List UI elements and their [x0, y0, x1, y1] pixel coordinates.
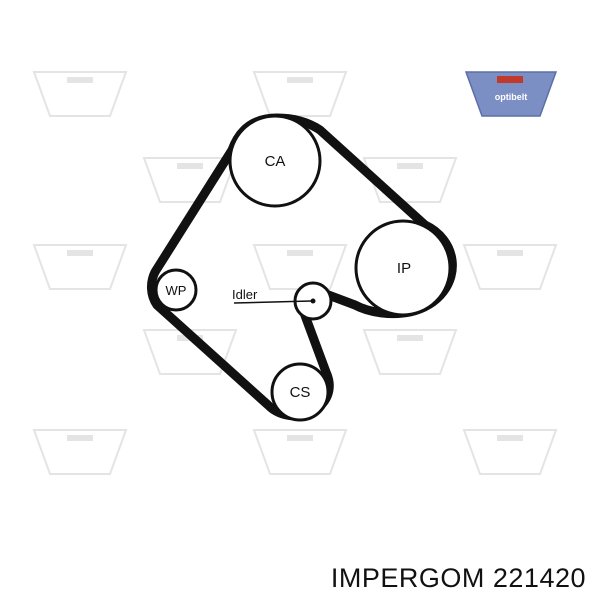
- pulley-cs-label: CS: [290, 384, 311, 401]
- watermark-tile: [362, 157, 458, 203]
- idler-label: Idler: [232, 287, 258, 302]
- idler-leader-line: [233, 300, 312, 304]
- watermark-tile: [252, 244, 348, 290]
- pulley-ca-label: CA: [265, 153, 286, 170]
- watermark-tile: [252, 429, 348, 475]
- pulley-ca: CA: [228, 114, 322, 208]
- watermark-tile: [462, 429, 558, 475]
- pulley-ip: IP: [354, 219, 452, 317]
- pulley-wp: WP: [154, 268, 198, 312]
- watermark-layer: [32, 71, 558, 475]
- watermark-tile: [142, 157, 238, 203]
- watermark-tile: [252, 71, 348, 117]
- watermark-tile: [32, 71, 128, 117]
- pulley-ip-label: IP: [397, 260, 411, 277]
- watermark-tile: [462, 244, 558, 290]
- part-caption: IMPERGOM 221420: [330, 563, 586, 593]
- pulley-cs: CS: [270, 362, 330, 422]
- watermark-tile: [32, 429, 128, 475]
- optibelt-logo: optibelt: [464, 71, 558, 117]
- watermark-tile: [362, 329, 458, 375]
- optibelt-logo-text: optibelt: [495, 92, 528, 102]
- pulley-wp-label: WP: [166, 283, 187, 298]
- pulley-idler: Idler: [232, 281, 333, 321]
- watermark-tile: [32, 244, 128, 290]
